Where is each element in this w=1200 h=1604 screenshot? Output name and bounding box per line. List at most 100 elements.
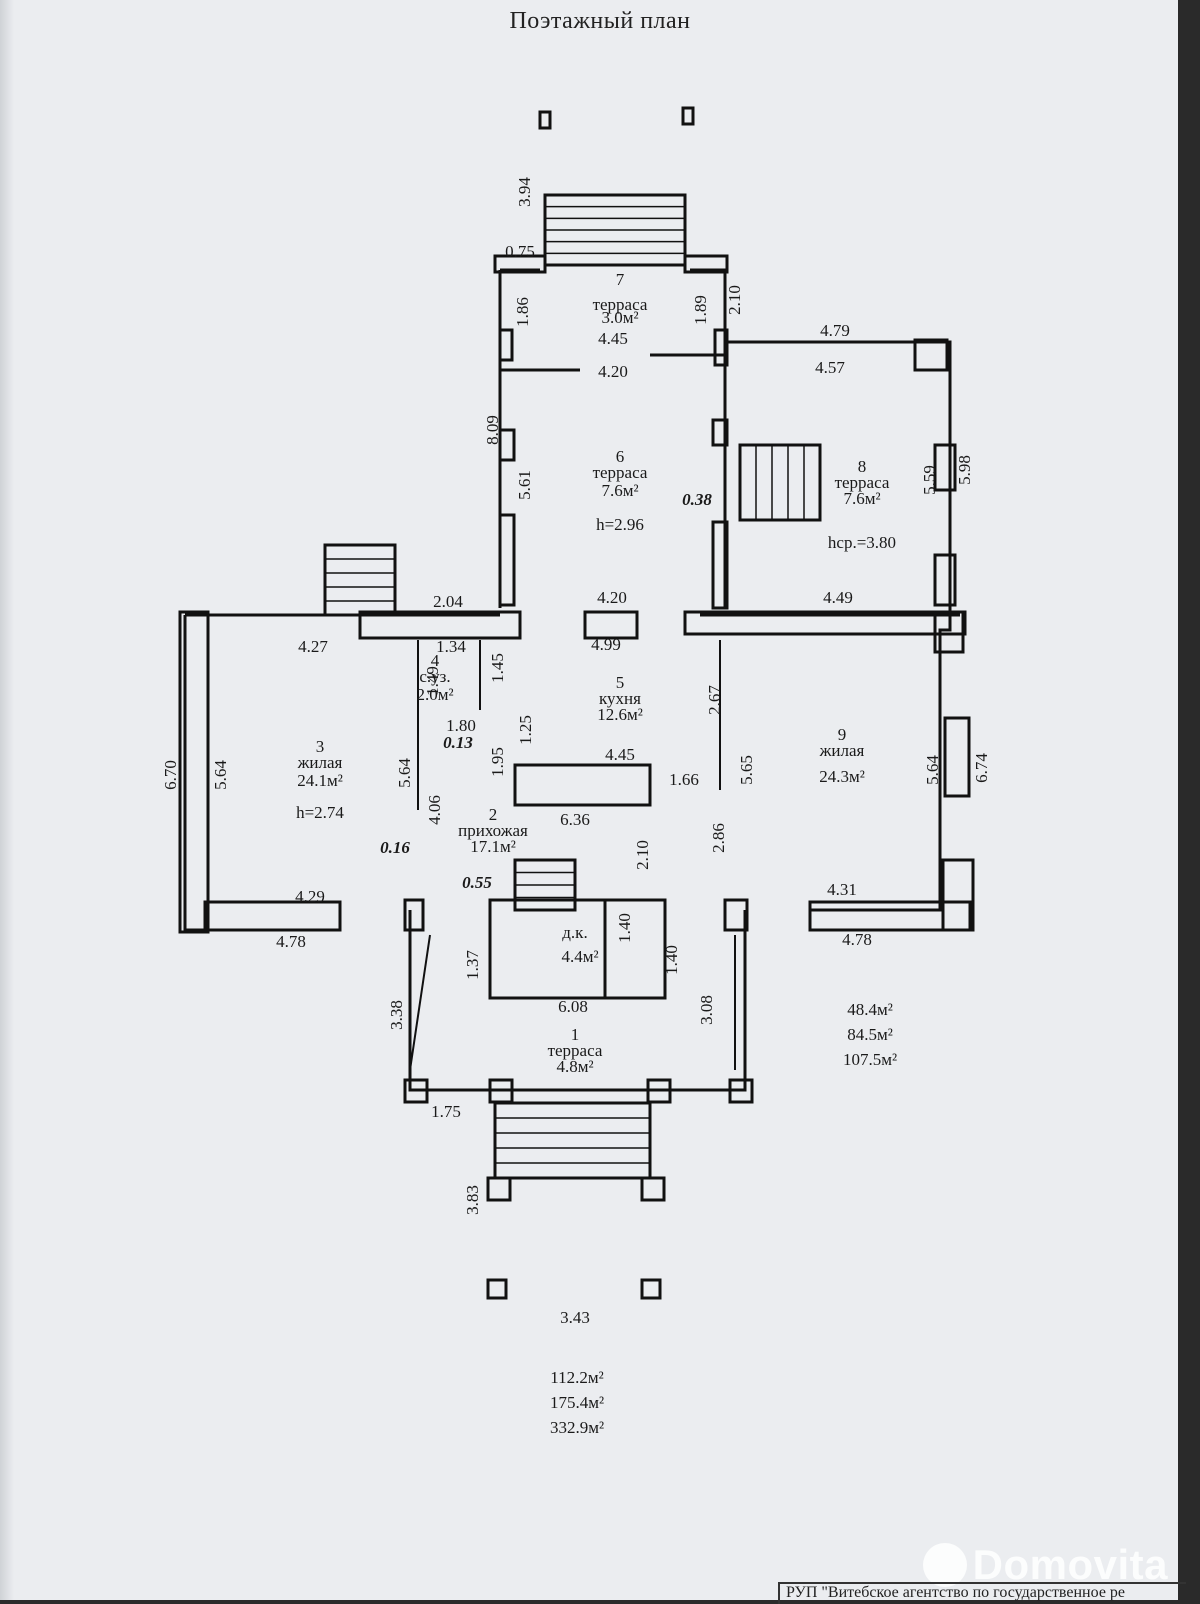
domovita-logo-icon	[923, 1543, 967, 1587]
dimension-label: 4.79	[820, 321, 850, 340]
room-name: жилая	[297, 753, 343, 772]
dimension-label: 1.95	[488, 747, 507, 777]
dimension-label: 0.55	[462, 873, 492, 892]
dimension-label: 5.59	[920, 465, 939, 495]
dimension-label: 0.38	[682, 490, 712, 509]
dimension-label: 1.34	[436, 637, 466, 656]
total-area-right: 48.4м²	[847, 1000, 893, 1019]
dimension-label: 4.31	[827, 880, 857, 899]
room-number: 7	[616, 270, 625, 289]
plan-labels: 7терраса3.0м²6терраса7.6м²h=2.968терраса…	[161, 177, 991, 1437]
dimension-label: 1.75	[431, 1102, 461, 1121]
room-area: 3.0м²	[601, 308, 638, 327]
dimension-label: 0.75	[505, 242, 535, 261]
dimension-label: 5.98	[955, 455, 974, 485]
dimension-label: 6.74	[972, 753, 991, 783]
total-area-right: 107.5м²	[843, 1050, 897, 1069]
dimension-label: 4.99	[591, 635, 621, 654]
dimension-label: 3.43	[560, 1308, 590, 1327]
room-name: терраса	[593, 463, 648, 482]
terrace-side-left	[410, 935, 430, 1070]
room-area: 24.3м²	[819, 767, 865, 786]
dimension-label: 3.08	[697, 995, 716, 1025]
wall-room3-bottom	[205, 902, 340, 930]
column-top-left	[540, 112, 550, 128]
dimension-label: 2.86	[709, 823, 728, 853]
dimension-label: 1.37	[463, 950, 482, 980]
dimension-label: 3.83	[463, 1185, 482, 1215]
dimension-label: 4.57	[815, 358, 845, 377]
dimension-label: 2.10	[633, 840, 652, 870]
dimension-label: 5.64	[923, 755, 942, 785]
kitchen-counter	[515, 765, 650, 805]
stair-post-left	[488, 1178, 510, 1200]
dimension-label: 1.25	[516, 715, 535, 745]
wall-room9-window-pier	[945, 718, 969, 796]
dimension-label: 4.27	[298, 637, 328, 656]
room-height: h=2.96	[596, 515, 644, 534]
dimension-label: 1.45	[488, 653, 507, 683]
room-area: 7.6м²	[843, 489, 880, 508]
dimension-label: 4.45	[605, 745, 635, 764]
wall-terrace6-post-left2	[500, 430, 514, 460]
column-top-right	[683, 108, 693, 124]
dimension-label: 2.10	[725, 285, 744, 315]
room-area: 17.1м²	[470, 837, 516, 856]
dimension-label: 4.20	[598, 362, 628, 381]
dimension-label: 4.78	[842, 930, 872, 949]
room-name: жилая	[819, 741, 865, 760]
stair-post-right	[642, 1178, 664, 1200]
dimension-label: 4.06	[425, 795, 444, 825]
dimension-label: 8.09	[483, 415, 502, 445]
dimension-label: 4.49	[823, 588, 853, 607]
dimension-label: 1.89	[691, 295, 710, 325]
wall-terrace6-post-left3	[500, 515, 514, 605]
total-area-bottom: 112.2м²	[550, 1368, 603, 1387]
room-height: hср.=3.80	[828, 533, 896, 552]
dimension-label: 6.08	[558, 997, 588, 1016]
room-area: 4.8м²	[556, 1057, 593, 1076]
total-area-bottom: 332.9м²	[550, 1418, 604, 1437]
agency-stamp: РУП "Витебское агентство по государствен…	[778, 1582, 1186, 1604]
dimension-label: 4.29	[295, 887, 325, 906]
wall-room9-bottom	[810, 902, 970, 930]
total-area-bottom: 175.4м²	[550, 1393, 604, 1412]
dimension-label: 1.49	[423, 666, 442, 696]
dimension-label: 1.40	[662, 945, 681, 975]
dimension-label: 5.64	[395, 758, 414, 788]
stairs-entrance	[495, 1103, 650, 1178]
walls	[180, 108, 973, 1298]
room-height: h=2.74	[296, 803, 344, 822]
wall-terrace6-post-left	[500, 330, 512, 360]
column-bottom-right	[642, 1280, 660, 1298]
wall-terrace8-pier2	[935, 555, 955, 605]
closet-letters: д.к.	[562, 923, 587, 942]
dimension-label: 6.36	[560, 810, 590, 829]
dimension-label: 5.64	[211, 760, 230, 790]
dimension-label: 5.65	[737, 755, 756, 785]
dimension-label: 6.70	[161, 760, 180, 790]
dimension-label: 4.20	[597, 588, 627, 607]
dimension-label: 4.45	[598, 329, 628, 348]
dimension-label: 5.61	[515, 470, 534, 500]
wall-terrace8-outer	[725, 342, 950, 910]
column-bottom-left	[488, 1280, 506, 1298]
dimension-label: 1.66	[669, 770, 699, 789]
dimension-label: 1.40	[615, 913, 634, 943]
dimension-label: 0.13	[443, 733, 473, 752]
wall-closet-right	[605, 900, 665, 998]
room-area: 24.1м²	[297, 771, 343, 790]
room-area: 7.6м²	[601, 481, 638, 500]
dimension-label: 4.78	[276, 932, 306, 951]
dimension-label: 1.86	[513, 297, 532, 327]
dimension-label: 3.94	[515, 177, 534, 207]
total-area-right: 84.5м²	[847, 1025, 893, 1044]
stairs-terrace8	[740, 445, 820, 520]
stairs-side	[325, 545, 395, 615]
dimension-label: 2.04	[433, 592, 463, 611]
dimension-label: 0.16	[380, 838, 410, 857]
dimension-label: 3.38	[387, 1000, 406, 1030]
dimension-label: 2.67	[705, 685, 724, 715]
wall-terrace8-corner	[915, 340, 947, 370]
room-area: 12.6м²	[597, 705, 643, 724]
